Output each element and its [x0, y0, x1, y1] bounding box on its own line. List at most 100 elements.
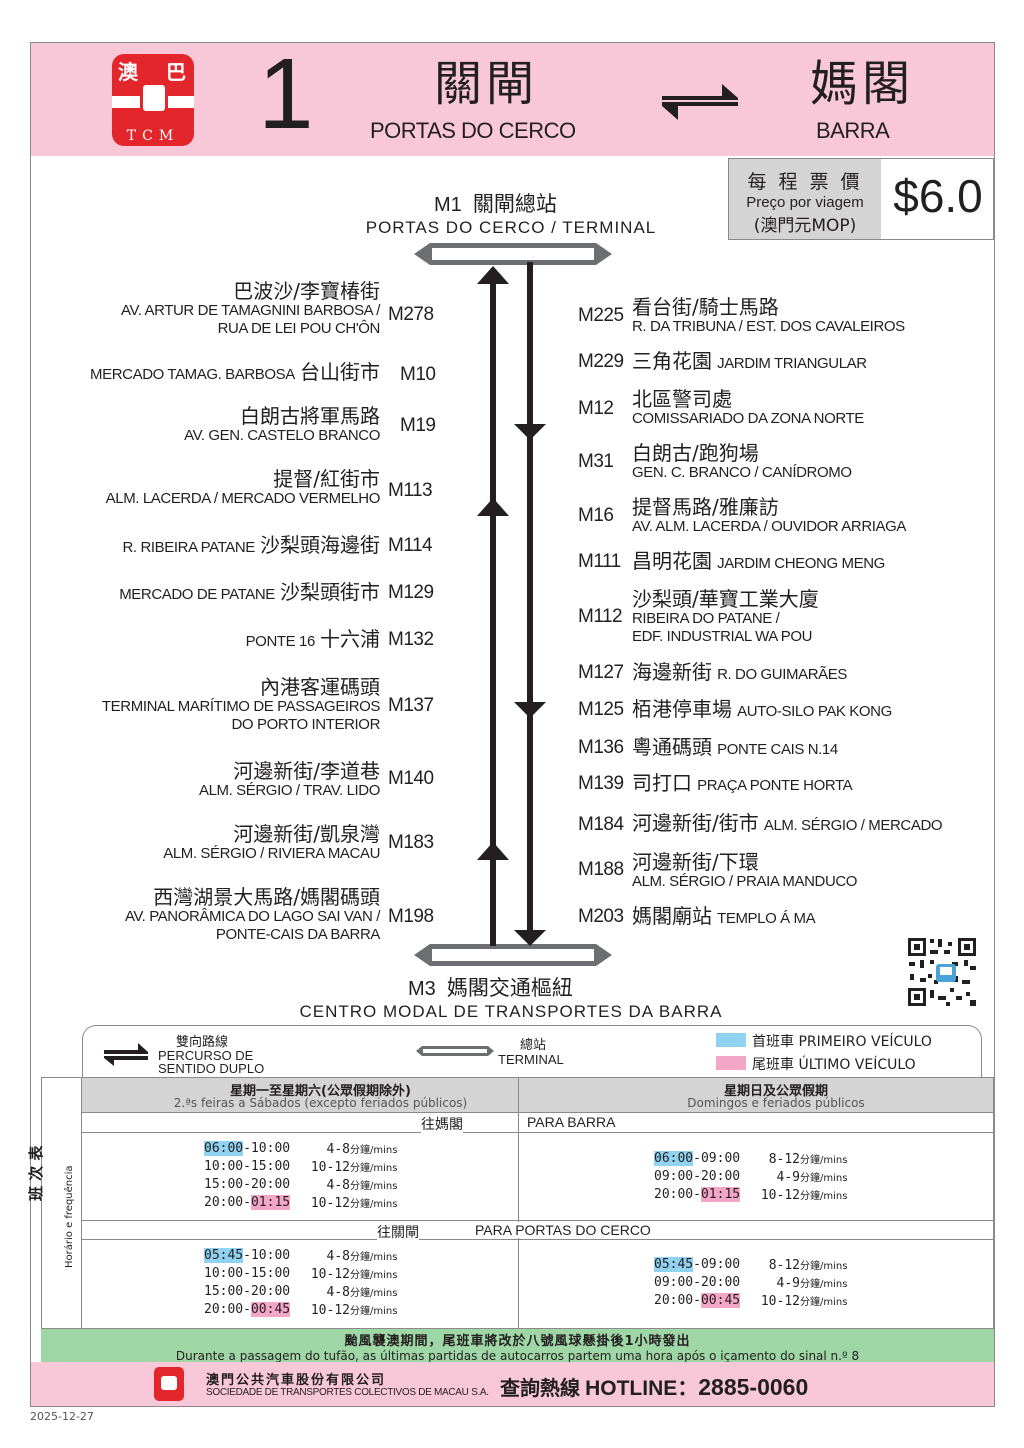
stop-code-m111: M111 [578, 551, 621, 572]
frequency: 10-12分鐘/mins [310, 1267, 398, 1282]
stop-code-m203: M203 [578, 906, 624, 927]
stop-code-m10: M10 [400, 364, 436, 385]
stop-m198: 西灣湖景大馬路/媽閣碼頭 AV. PANORÂMICA DO LAGO SAI … [124, 885, 380, 943]
timetable-header: 星期一至星期六(公眾假期除外) 2.ªs feiras a Sábados (e… [82, 1078, 993, 1113]
stop-code-m112: M112 [578, 606, 623, 627]
stop-code-m127: M127 [578, 662, 624, 683]
stop-code-m188: M188 [578, 859, 624, 880]
route-diagram [414, 243, 612, 966]
bus-icon [161, 1376, 177, 1390]
time-range: 10:00-15:00 [204, 1266, 291, 1281]
terminal-legend-icon [416, 1046, 494, 1056]
stop-m139: 司打口 PRAÇA PONTE HORTA [632, 771, 853, 795]
stop-m132: PONTE 16 十六浦 [245, 627, 380, 651]
tcm-logo: 澳 巴 TCM [112, 54, 194, 146]
stop-m278: 巴波沙/李寶椿街 AV. ARTUR DE TAMAGNINI BARBOSA … [121, 279, 380, 337]
route-number: 1 [258, 38, 314, 150]
stop-code-m184: M184 [578, 814, 624, 835]
timetable: 班 次 表 Horário e frequência 星期一至星期六(公眾假期除… [27, 1077, 994, 1329]
origin-pt: PORTAS DO CERCO [370, 118, 576, 143]
stop-m203: 媽閣廟站 TEMPLO Á MA [632, 904, 816, 928]
stop-code-m31: M31 [578, 451, 614, 472]
frequency: 10-12分鐘/mins [760, 1294, 848, 1309]
stop-code-m198: M198 [388, 906, 434, 927]
terminal-bottom-title: M3 媽閣交通樞紐 [408, 976, 573, 1000]
footer [31, 1362, 994, 1406]
footer-logo [154, 1367, 184, 1401]
stop-code-m12: M12 [578, 398, 614, 419]
stop-m225: 看台街/騎士馬路 R. DA TRIBUNA / EST. DOS CAVALE… [632, 295, 905, 335]
stop-code-m16: M16 [578, 505, 614, 526]
time-range: 05:45-10:00 [204, 1248, 291, 1263]
stop-m136: 粵通碼頭 PONTE CAIS N.14 [632, 735, 838, 759]
stop-m114: R. RIBEIRA PATANE 沙梨頭海邊街 [122, 533, 381, 557]
stop-code-m139: M139 [578, 773, 624, 794]
first-vehicle-time: 06:00 [654, 1151, 694, 1166]
stop-m112: 沙梨頭/華寶工業大廈 RIBEIRA DO PATANE / EDF. INDU… [632, 587, 819, 645]
bidirectional-legend-icon [104, 1043, 148, 1066]
stop-code-m132: M132 [388, 629, 434, 650]
first-vehicle-time: 06:00 [204, 1141, 244, 1156]
last-vehicle-time: 01:15 [700, 1187, 741, 1202]
stop-code-m125: M125 [578, 699, 624, 720]
frequency: 10-12分鐘/mins [310, 1303, 398, 1318]
bidirectional-arrows-icon [662, 84, 738, 120]
last-vehicle-time: 00:45 [250, 1302, 291, 1317]
stop-m111: 昌明花園 JARDIM CHEONG MENG [632, 549, 885, 573]
time-range: 09:00-20:00 [654, 1275, 741, 1290]
fare-value: $6.0 [893, 170, 983, 222]
stop-code-m19: M19 [400, 415, 436, 436]
frequency: 4-8分鐘/mins [326, 1142, 398, 1157]
stop-m113: 提督/紅街市 ALM. LACERDA / MERCADO VERMELHO [105, 467, 381, 507]
stop-code-m278: M278 [388, 304, 434, 325]
stop-code-m129: M129 [388, 582, 434, 603]
frequency: 10-12分鐘/mins [760, 1188, 848, 1203]
direction-to-barra: 往媽閣 PARA BARRA [81, 1113, 994, 1134]
fare-box: 每 程 票 價 Preço por viagem (澳門元MOP) $6.0 [728, 158, 994, 240]
frequency: 10-12分鐘/mins [310, 1196, 398, 1211]
time-range: 20:00-00:45 [654, 1293, 741, 1308]
stop-code-m136: M136 [578, 737, 624, 758]
timetable-sheet [30, 42, 995, 1407]
company-zh: 澳門公共汽車股份有限公司 [206, 1373, 387, 1388]
time-range: 20:00-01:15 [204, 1195, 291, 1210]
time-range: 05:45-09:00 [654, 1257, 741, 1272]
stop-code-m114: M114 [388, 535, 433, 556]
qr-code-icon[interactable] [906, 936, 978, 1008]
time-range: 15:00-20:00 [204, 1177, 291, 1192]
stop-m129: MERCADO DE PATANE 沙梨頭街市 [119, 580, 380, 604]
bus-icon [140, 82, 168, 114]
frequency: 4-8分鐘/mins [326, 1249, 398, 1264]
time-range: 20:00-01:15 [654, 1187, 741, 1202]
frequency: 8-12分鐘/mins [768, 1152, 848, 1167]
hotline[interactable]: 查詢熱線 HOTLINE：2885-0060 [500, 1374, 809, 1400]
stop-m16: 提督馬路/雅廉訪 AV. ALM. LACERDA / OUVIDOR ARRI… [632, 495, 906, 535]
origin-zh: 關閘 [434, 56, 539, 112]
issue-date: 2025-12-27 [30, 1410, 94, 1423]
time-range: 10:00-15:00 [204, 1159, 291, 1174]
stop-code-m183: M183 [388, 832, 434, 853]
last-vehicle-swatch [716, 1056, 746, 1070]
terminal-top-pt: PORTAS DO CERCO / TERMINAL [365, 218, 657, 237]
fare-currency: (澳門元MOP) [753, 216, 857, 236]
fare-label-zh: 每 程 票 價 [747, 171, 863, 193]
stop-m188: 河邊新街/下環 ALM. SÉRGIO / PRAIA MANDUCO [632, 850, 858, 890]
stop-m19: 白朗古將軍馬路 AV. GEN. CASTELO BRANCO [184, 404, 380, 444]
frequency: 10-12分鐘/mins [310, 1160, 398, 1175]
last-vehicle-time: 01:15 [250, 1195, 291, 1210]
first-vehicle-time: 05:45 [204, 1248, 244, 1263]
frequency: 4-8分鐘/mins [326, 1178, 398, 1193]
frequency: 4-9分鐘/mins [776, 1276, 848, 1291]
stop-m127: 海邊新街 R. DO GUIMARÃES [632, 660, 847, 684]
stop-code-m229: M229 [578, 351, 624, 372]
stop-m125: 栢港停車場 AUTO-SILO PAK KONG [632, 697, 892, 721]
timetable-side-label: 班 次 表 Horário e frequência [27, 1078, 82, 1328]
typhoon-notice: 颱風襲澳期間，尾班車將改於八號風球懸掛後1小時發出 Durante a pass… [41, 1329, 994, 1363]
stop-m140: 河邊新街/李道巷 ALM. SÉRGIO / TRAV. LIDO [198, 759, 380, 799]
stop-m184: 河邊新街/街市 ALM. SÉRGIO / MERCADO [632, 811, 943, 835]
frequency: 4-9分鐘/mins [776, 1170, 848, 1185]
frequency: 8-12分鐘/mins [768, 1258, 848, 1273]
stop-m31: 白朗古/跑狗場 GEN. C. BRANCO / CANÍDROMO [632, 441, 852, 481]
terminal-top-title: M1 關閘總站 [434, 192, 557, 216]
time-range: 06:00-09:00 [654, 1151, 741, 1166]
